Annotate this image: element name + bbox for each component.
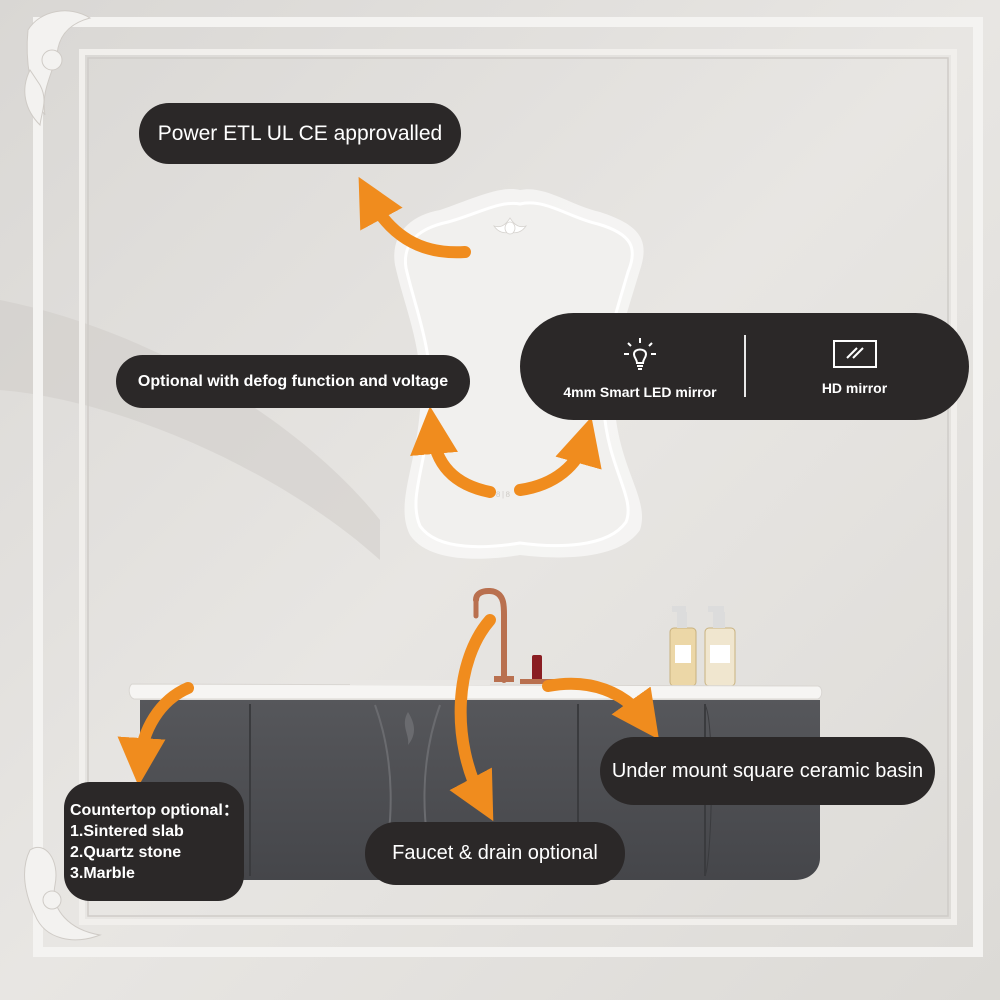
faucet [473,588,514,683]
callout-power-text: Power ETL UL CE approvalled [157,121,443,145]
callout-faucet-text: Faucet & drain optional [392,842,598,864]
countertop-option: 1.Sintered slab [70,822,184,840]
hd-mirror-icon [832,339,877,368]
feature-led-mirror: 4mm Smart LED mirror [540,313,740,420]
countertop-option: 3.Marble [70,864,135,882]
feature-hd-label: HD mirror [821,379,888,396]
callout-defog-option: Optional with defog function and voltage [116,355,470,408]
wall-moulding-inner [79,49,957,925]
callout-faucet-drain: Faucet & drain optional [365,822,625,885]
callout-defog-text: Optional with defog function and voltage [137,372,449,390]
countertop-title: Countertop optional： [70,801,239,819]
callout-ceramic-basin: Under mount square ceramic basin [600,737,935,805]
arrow-defog-left [410,406,496,498]
arrow-power [358,176,471,259]
wall-moulding-outer [33,17,983,957]
feature-divider [744,335,746,397]
callout-mirror-features: 4mm Smart LED mirror HD mirror [520,313,969,420]
callout-countertop-options: Countertop optional： 1.Sintered slab 2.Q… [64,782,244,901]
soap-bottles [669,606,736,687]
feature-hd-mirror: HD mirror [760,313,949,420]
countertop [128,683,823,700]
corner-ornament-top-left [24,10,92,127]
arrow-basin [542,677,659,740]
drain-handle [532,655,542,681]
mirror-display-digits: 8|8 [496,491,511,500]
mirror-crest-icon [493,217,527,235]
led-bulb-icon [624,337,656,370]
callout-basin-text: Under mount square ceramic basin [611,759,924,782]
corner-ornament-bottom-left [24,847,102,941]
annotation-arrows [117,176,659,822]
callout-power-approval: Power ETL UL CE approvalled [139,103,461,164]
feature-led-label: 4mm Smart LED mirror [563,383,717,400]
countertop-option: 2.Quartz stone [70,843,182,861]
arrow-countertop [117,682,194,786]
wall-shadow [0,300,380,560]
arrow-defog-right [514,416,602,496]
arrow-faucet [449,614,496,822]
